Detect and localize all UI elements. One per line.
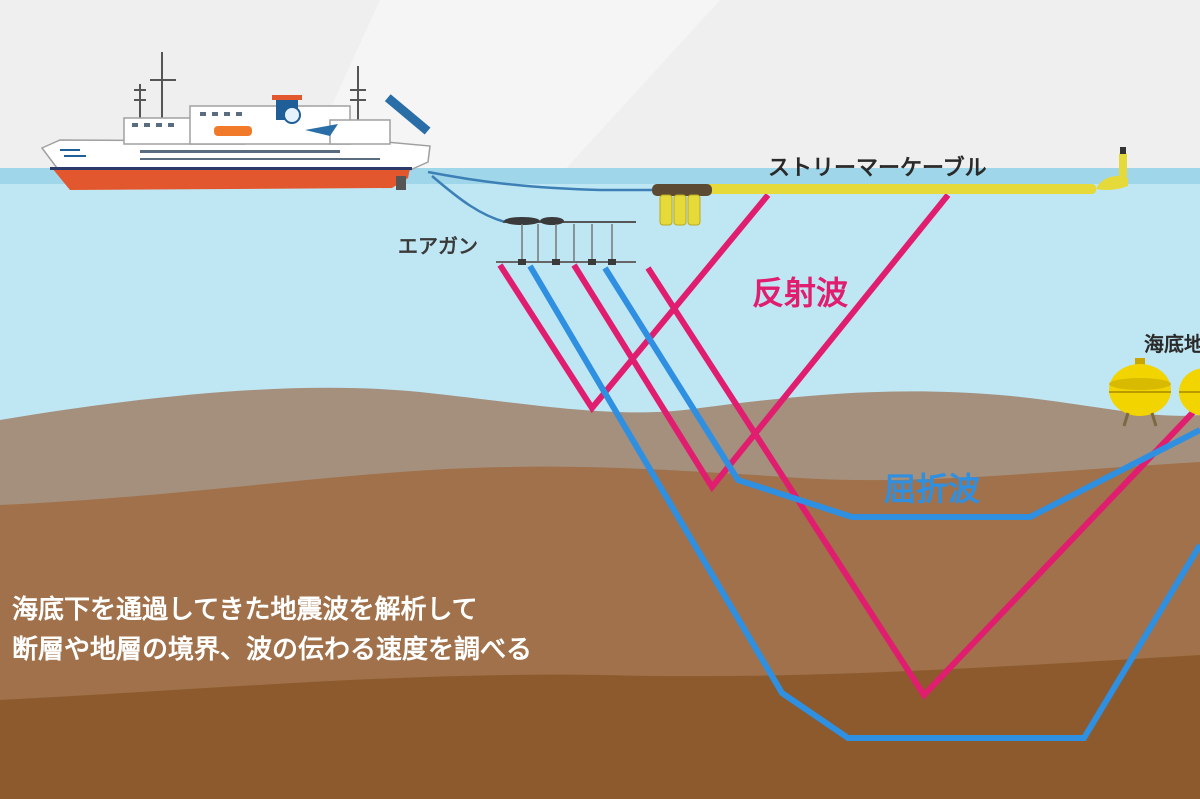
refracted-wave-1 <box>527 264 1200 741</box>
caption-line-2: 断層や地層の境界、波の伝わる速度を調べる <box>12 635 533 665</box>
caption-line-1: 海底下を通過してきた地震波を解析して <box>12 595 478 625</box>
research-vessel <box>40 52 431 190</box>
reflected-wave-1 <box>497 193 771 414</box>
streamer-float <box>652 184 712 226</box>
tail-buoy <box>1096 147 1128 190</box>
reflected-wave-3 <box>645 266 1200 700</box>
refracted-wave-2 <box>602 266 1200 520</box>
sky-shade <box>300 0 720 175</box>
air-gun-label: エアガン <box>398 234 478 258</box>
reflected-wave-paths <box>497 193 1200 700</box>
ocean-bottom-seismometer-2 <box>1179 368 1200 416</box>
ocean-bottom-seismometer-label: 海底地 <box>1144 332 1200 356</box>
caption: 海底下を通過してきた地震波を解析して 断層や地層の境界、波の伝わる速度を調べる <box>12 590 532 670</box>
air-gun-tow-line <box>431 175 506 224</box>
refracted-wave-label: 屈折波 <box>884 470 981 508</box>
refracted-wave-paths <box>527 264 1200 741</box>
reflected-wave-2 <box>571 193 951 493</box>
streamer-cable <box>700 184 1096 194</box>
ocean-bottom-seismometer <box>1109 358 1171 427</box>
streamer-cable-label: ストリーマーケーブル <box>768 156 987 181</box>
sediment-layer-deep <box>0 655 1200 799</box>
air-gun-array <box>496 217 636 265</box>
reflected-wave-label: 反射波 <box>752 274 849 312</box>
tow-line <box>427 170 660 192</box>
